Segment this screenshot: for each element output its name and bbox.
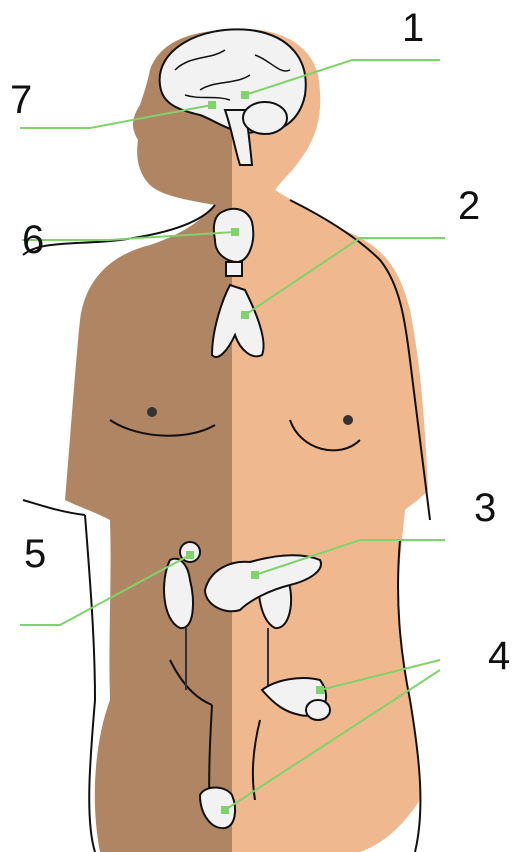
label-2: 2 [458,186,480,226]
female-nipple [343,415,353,425]
label-5: 5 [24,534,46,574]
label-3: 3 [474,488,496,528]
label-7: 7 [10,80,32,120]
male-nipple [147,407,157,417]
label-6: 6 [22,220,44,260]
label-4: 4 [488,636,510,676]
label-1: 1 [402,8,424,48]
